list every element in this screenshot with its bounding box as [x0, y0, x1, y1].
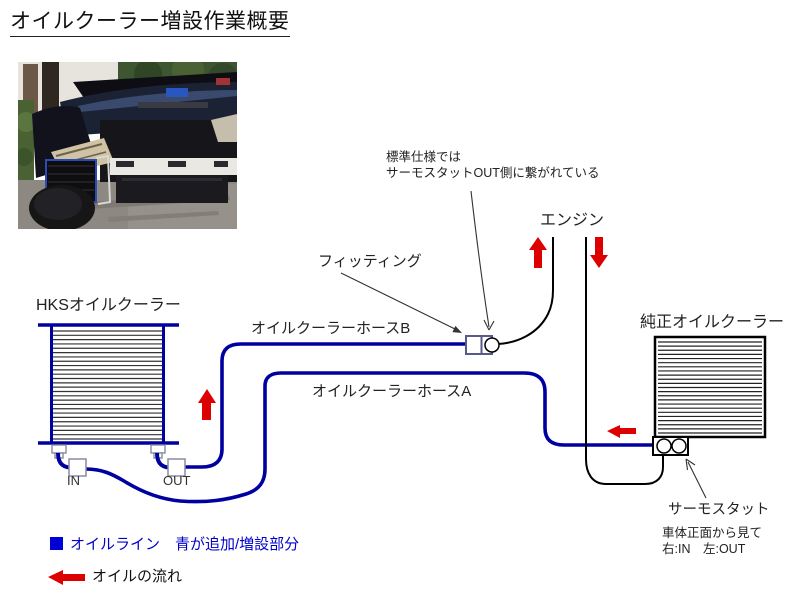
in-label: IN	[67, 473, 80, 488]
legend-flow-arrow	[48, 570, 85, 585]
hks-out-fitting	[167, 458, 186, 477]
engine-label: エンジン	[540, 212, 605, 229]
standard-spec-note: 標準仕様では サーモスタットOUT側に繋がれている	[386, 149, 600, 182]
standard-spec-note-line2: サーモスタットOUT側に繋がれている	[386, 166, 600, 181]
stock-cooler-fins	[658, 341, 762, 434]
legend-oil-line-label: オイルライン 青が追加/増設部分	[70, 536, 300, 553]
stock-cooler-label: 純正オイルクーラー	[640, 314, 785, 331]
thermostat-label: サーモスタット	[668, 502, 770, 518]
flow-arrow-left-thermostat	[607, 425, 636, 438]
flow-arrow-down-engine	[590, 237, 608, 268]
hks-in-fitting	[68, 458, 87, 477]
hks-cooler-fins	[53, 330, 162, 440]
hks-cooler-drawing	[38, 323, 179, 459]
flow-arrow-up-hose-b	[198, 389, 216, 420]
car-front-photo-art	[15, 54, 238, 231]
fitting-label: フィッティング	[318, 253, 422, 270]
thermostat-note: 車体正面から見て 右:IN 左:OUT	[662, 525, 762, 558]
flow-arrows	[48, 237, 636, 585]
annotation-pointers	[340, 190, 707, 499]
page-title: オイルクーラー増設作業概要	[10, 5, 290, 37]
legend-oil-flow-label: オイルの流れ	[92, 568, 183, 585]
standard-spec-note-line1: 標準仕様では	[386, 150, 462, 164]
hose-a-line	[85, 371, 654, 504]
hose-b-label: オイルクーラーホースB	[251, 320, 411, 337]
thermostat-note-line2: 右:IN 左:OUT	[662, 542, 746, 557]
hose-a-label: オイルクーラーホースA	[312, 383, 472, 400]
thermostat-note-line1: 車体正面から見て	[662, 526, 763, 540]
hose-b-line	[185, 342, 466, 469]
stock-cooler-drawing	[653, 335, 767, 439]
car-front-photo	[15, 54, 238, 231]
legend-blue-swatch	[50, 537, 63, 550]
stock-oil-lines	[497, 237, 664, 485]
flow-arrow-up-engine	[529, 237, 547, 268]
thermostat-drawing	[652, 436, 689, 456]
fitting-drawing	[465, 335, 500, 355]
out-label: OUT	[163, 473, 191, 488]
hks-cooler-label: HKSオイルクーラー	[36, 297, 181, 314]
